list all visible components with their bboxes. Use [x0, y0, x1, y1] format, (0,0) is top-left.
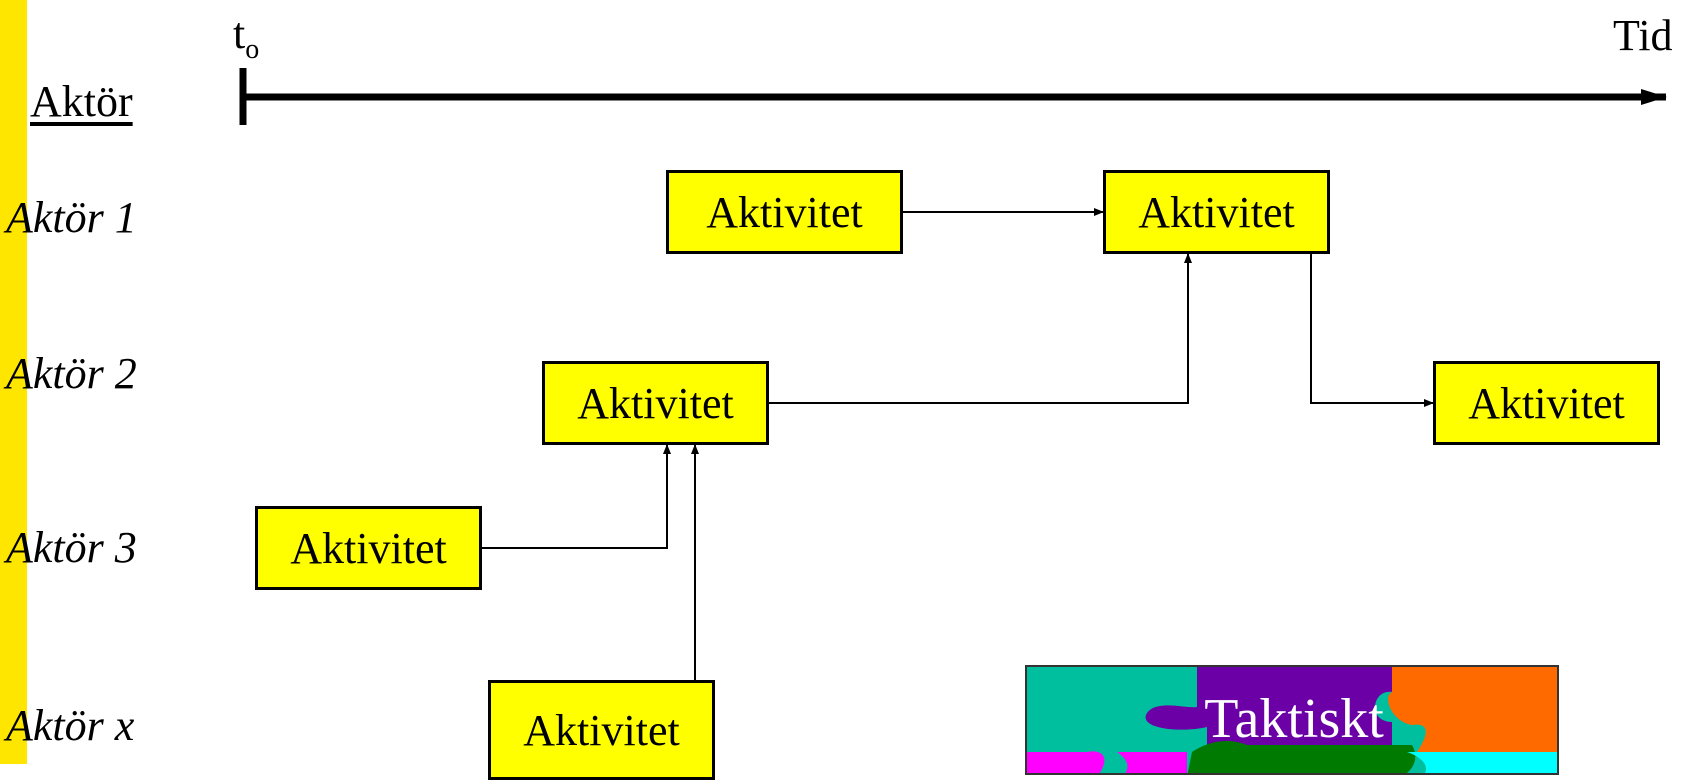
activity-box-5: Aktivitet [255, 506, 482, 590]
connector-a5-a3 [482, 444, 671, 549]
connector-a3-a2 [769, 253, 1192, 404]
accent-side-bar [0, 0, 27, 764]
lane-label-2: Aktör 2 [6, 349, 137, 398]
activity-box-2: Aktivitet [1103, 170, 1330, 254]
time-end-label: Tid [1613, 11, 1673, 60]
time-start-subscript: o [245, 34, 260, 65]
activity-box-1: Aktivitet [666, 170, 903, 254]
activity-box-3: Aktivitet [542, 361, 769, 445]
diagram-connectors [239, 68, 1667, 680]
lane-label-3: Aktör 3 [6, 523, 137, 572]
time-start-label: to [233, 9, 260, 65]
time-axis [239, 68, 1667, 125]
puzzle-image: Taktiskt [1025, 665, 1559, 775]
activity-box-4: Aktivitet [1433, 361, 1660, 445]
lane-label-1: Aktör 1 [6, 193, 137, 242]
connector-a2-a4 [1310, 254, 1434, 407]
puzzle-label: Taktiskt [1204, 688, 1384, 750]
puzzle-pieces [1027, 667, 1557, 773]
actor-header: Aktör [30, 77, 133, 126]
lane-label-x: Aktör x [6, 701, 135, 750]
